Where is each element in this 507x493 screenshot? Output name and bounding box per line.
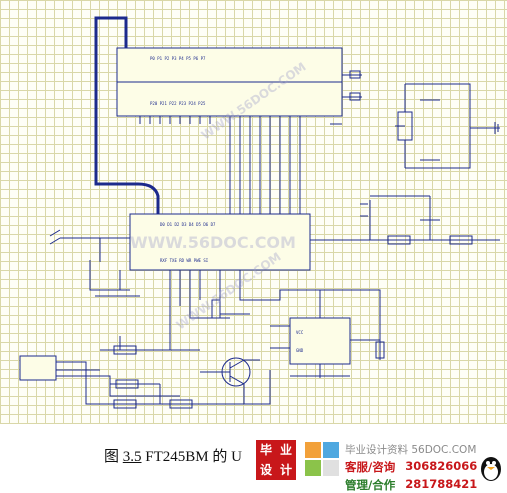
service-number: 306826066 bbox=[405, 459, 478, 473]
svg-text:GND: GND bbox=[296, 348, 304, 353]
svg-text:RXF TXE RD WR PWE SI: RXF TXE RD WR PWE SI bbox=[160, 258, 209, 263]
contact-panel: 毕业设计资料 56DOC.COM 客服/咨询 306826066 管理/合作 2… bbox=[345, 442, 495, 493]
svg-text:D0 D1 D2 D3 D4 D5 D6 D7: D0 D1 D2 D3 D4 D5 D6 D7 bbox=[160, 222, 216, 227]
usb-connector bbox=[19, 355, 57, 381]
schematic-watermark: WWW.56DOC.COM bbox=[130, 233, 296, 252]
crystal-network bbox=[397, 83, 500, 169]
ic-nc7s14 bbox=[289, 317, 351, 365]
schematic-sheet: P0 P1 P2 P3 P4 P5 P6 P7 P20 P21 P22 P23 … bbox=[0, 0, 507, 424]
data-bus-loop bbox=[94, 16, 160, 214]
svg-text:P0 P1 P2 P3 P4 P5 P6 P7: P0 P1 P2 P3 P4 P5 P6 P7 bbox=[150, 56, 206, 61]
site-line: 毕业设计资料 56DOC.COM bbox=[345, 444, 477, 456]
manager-label: 管理/合作 bbox=[345, 478, 396, 492]
svg-text:VCC: VCC bbox=[296, 330, 304, 335]
figure-caption: 图 3.5 FT245BM 的 U bbox=[104, 445, 242, 466]
service-label: 客服/咨询 bbox=[345, 460, 396, 474]
ic-ft245bm bbox=[129, 213, 311, 271]
svg-text:P20 P21 P22 P23 P24 P25: P20 P21 P22 P23 P24 P25 bbox=[150, 101, 206, 106]
penguin-icon bbox=[481, 457, 501, 481]
puzzle-icon bbox=[305, 442, 339, 476]
caption-text: FT245BM 的 U bbox=[145, 449, 242, 465]
caption-prefix: 图 bbox=[104, 449, 120, 465]
caption-number: 3.5 bbox=[122, 449, 142, 465]
circuit-diagram: P0 P1 P2 P3 P4 P5 P6 P7 P20 P21 P22 P23 … bbox=[19, 16, 500, 409]
brand-logo: 毕 业 设 计 bbox=[256, 440, 296, 480]
manager-number: 281788421 bbox=[405, 477, 478, 491]
